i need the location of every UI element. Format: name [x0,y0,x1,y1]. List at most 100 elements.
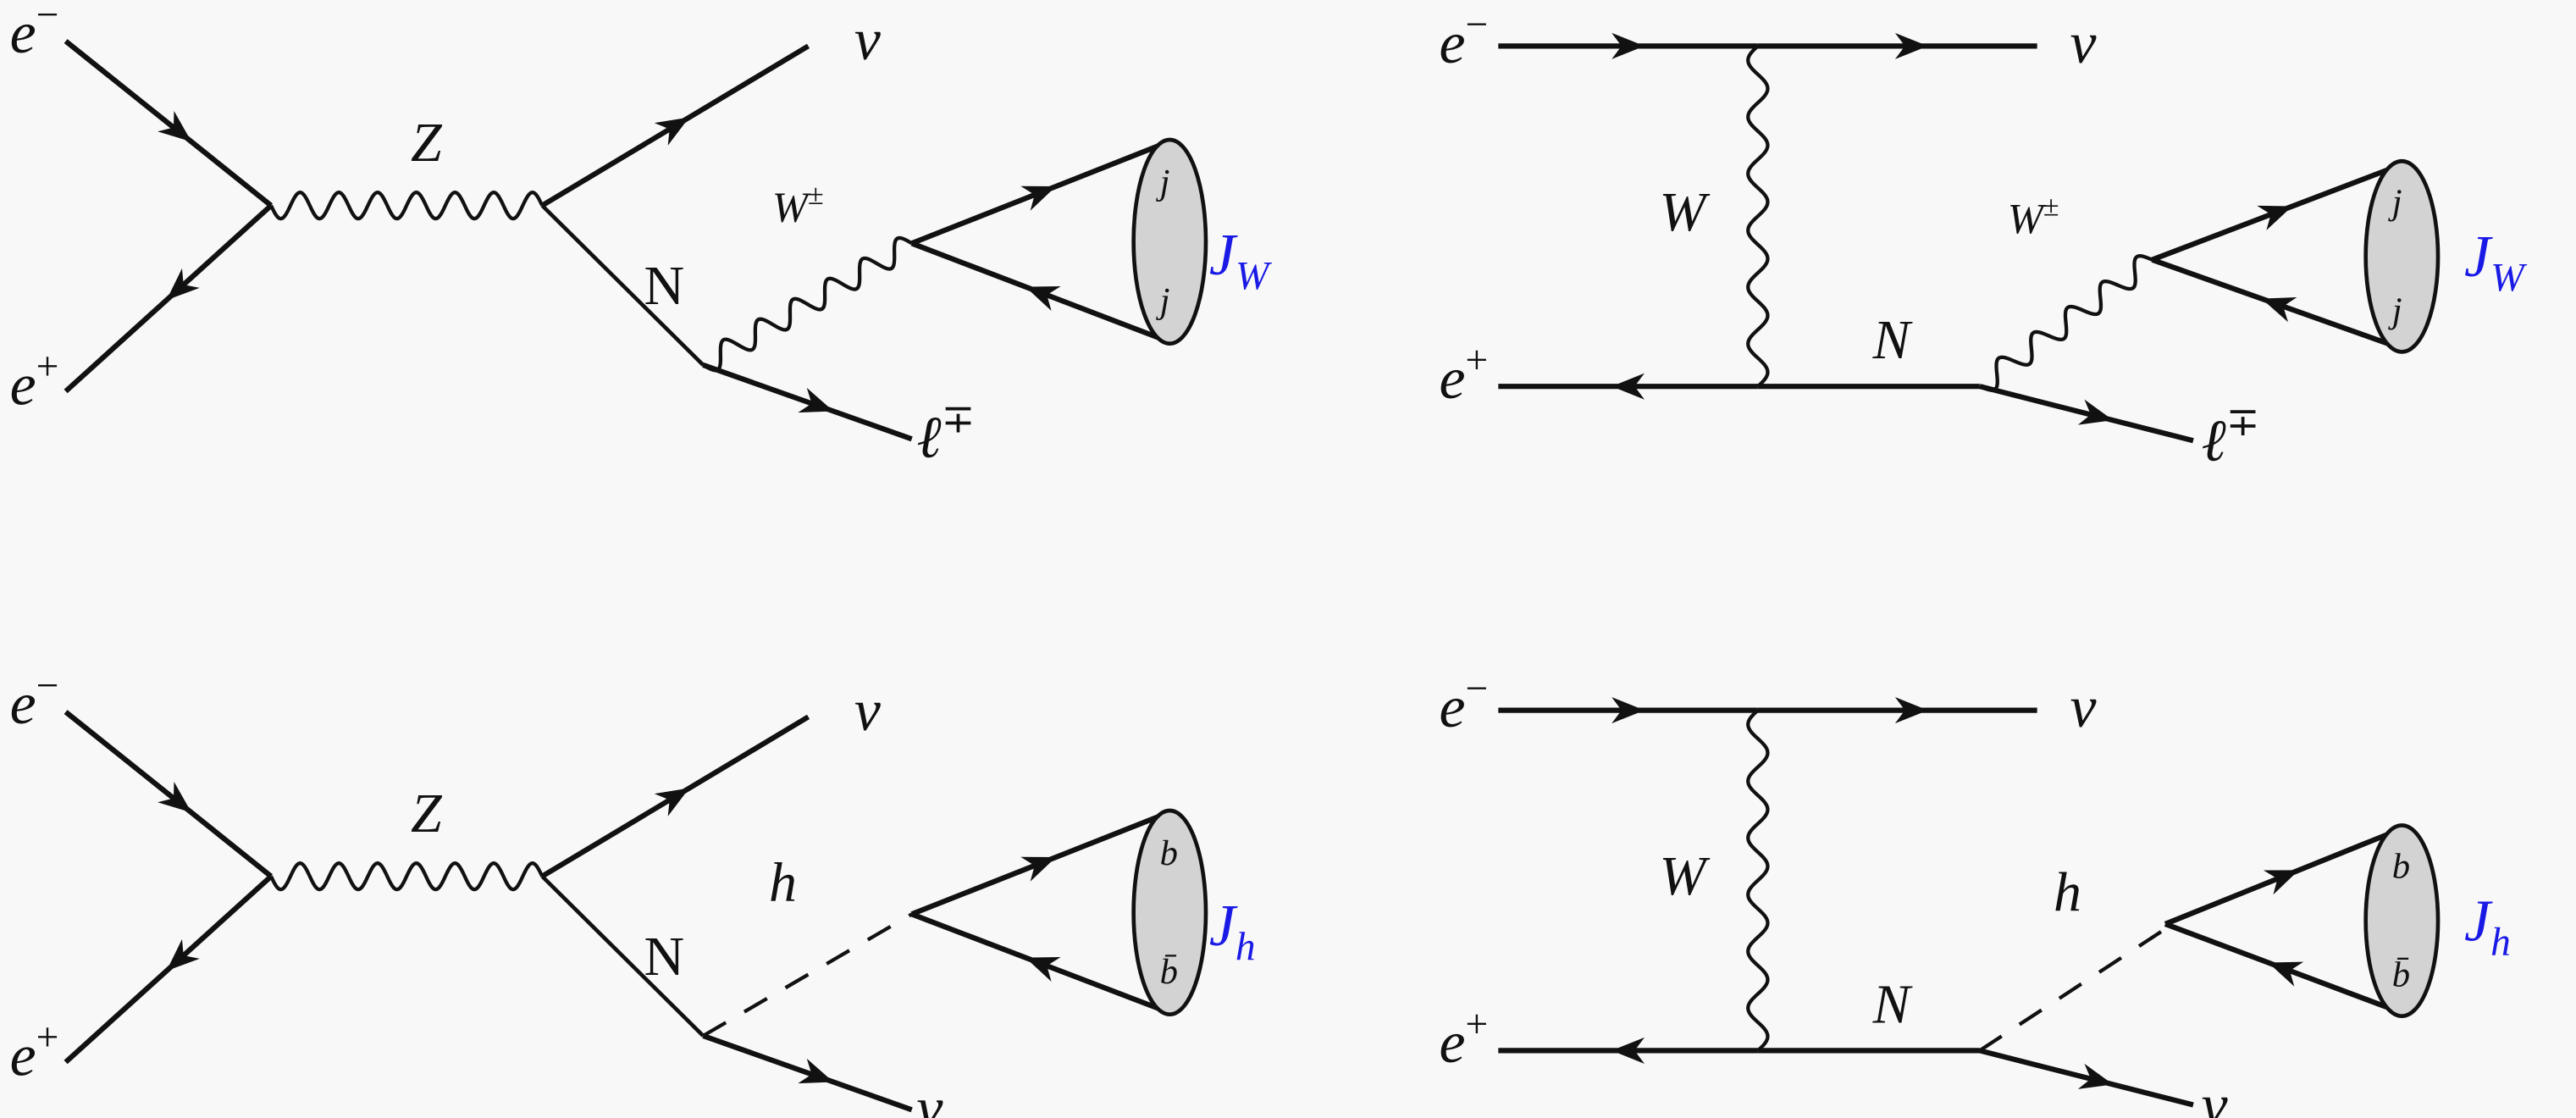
arrow-icon [1025,956,1061,982]
label-N: N [644,926,685,988]
label-superscript: − [36,664,59,708]
jet-cone [1131,808,1208,1017]
label-e: e− [1439,667,1488,740]
arrow-icon [166,938,200,971]
label-base: e [10,1,36,66]
label-ℓ: ℓ∓ [917,397,976,470]
arrow-icon [1611,373,1645,400]
label-N: N [1872,973,1914,1035]
label-j: j [2388,182,2402,222]
boson-propagator [269,190,544,221]
label-ν: ν [854,678,881,744]
label-base: ℓ [2202,409,2226,474]
label-ν: ν [2070,675,2096,740]
fermion-line [540,203,705,367]
arrow-icon [1611,1037,1645,1064]
label-e: e+ [1439,1003,1488,1076]
label-base: Z [411,112,443,174]
label-base: ν [854,8,881,73]
fermion-line [1978,384,2194,444]
label-base: j [1156,281,1170,321]
label-j: j [1156,281,1170,321]
label-base: j [2388,182,2402,222]
label-base: j [2388,291,2402,330]
arrow-icon [2263,870,2299,895]
fermion-line [702,363,913,442]
label-base: e [1439,346,1465,412]
label-base: ν [917,1076,943,1118]
label-J: Jh [2464,888,2511,964]
label-base: b̄ [1160,952,1178,992]
arrow-icon [1894,697,1928,724]
label-base: Z [411,783,443,844]
arrow-icon [2268,961,2304,987]
scalar-propagator-h [702,912,913,1038]
label-base: e [10,353,36,418]
label-base: N [644,926,685,988]
label-superscript: ∓ [942,397,976,441]
label-e: e+ [1439,338,1488,411]
arrow-icon [1894,32,1928,59]
arrow-icon [2077,399,2114,425]
label-superscript: − [36,0,59,37]
label-superscript: + [36,1016,59,1060]
label-e: e+ [10,345,59,418]
label-N: N [1872,309,1914,371]
label-base: e [1439,675,1465,740]
label-b: b [1160,833,1178,873]
label-base: h [769,852,797,914]
label-h: h [2054,861,2081,923]
label-subscript: W [2490,257,2528,301]
label-base: e [10,672,36,737]
label-W: W± [772,179,824,231]
label-base: J [2464,888,2493,954]
label-b: b [2392,847,2410,887]
arrow-icon [1020,856,1057,882]
label-Z: Z [411,112,443,174]
fermion-line [702,1033,913,1113]
label-base: J [1209,894,1238,959]
label-e: e+ [10,1016,59,1088]
label-W: W [1659,181,1710,243]
label-base: J [1209,223,1238,288]
label-j: j [2388,291,2402,330]
label-superscript: ± [808,179,824,211]
label-base: J [2464,224,2493,290]
label-base: W [1659,181,1710,243]
arrow-icon [2257,205,2293,230]
label-base: N [644,255,685,317]
arrow-icon [2261,296,2297,323]
jet-cone [2363,158,2441,354]
label-base: ν [2202,1073,2228,1118]
label-j: j [1156,163,1170,202]
label-W: W± [2008,190,2059,242]
label-base: W [1659,845,1710,907]
label-base: ν [854,678,881,744]
label-superscript: ± [2043,190,2059,222]
label-base: W [772,184,811,231]
boson-propagator [269,861,544,892]
arrow-icon [654,117,690,146]
jet-cone [2363,823,2441,1018]
label-J: JW [2464,224,2528,300]
fermion-line [540,874,705,1038]
label-Z: Z [411,783,443,844]
label-base: b̄ [2392,955,2410,995]
label-base: ν [2070,675,2096,740]
arrow-icon [166,268,200,301]
arrow-icon [158,111,192,142]
label-subscript: h [2490,921,2511,965]
boson-propagator [1978,254,2153,392]
label-e: e− [1439,3,1488,75]
fermion-line [64,710,274,879]
label-base: e [10,1024,36,1089]
label-h: h [769,852,797,914]
label-base: ν [2070,11,2096,76]
label-ℓ: ℓ∓ [2202,401,2260,473]
label-J: Jh [1209,894,1256,969]
label-base: b [2392,847,2410,887]
